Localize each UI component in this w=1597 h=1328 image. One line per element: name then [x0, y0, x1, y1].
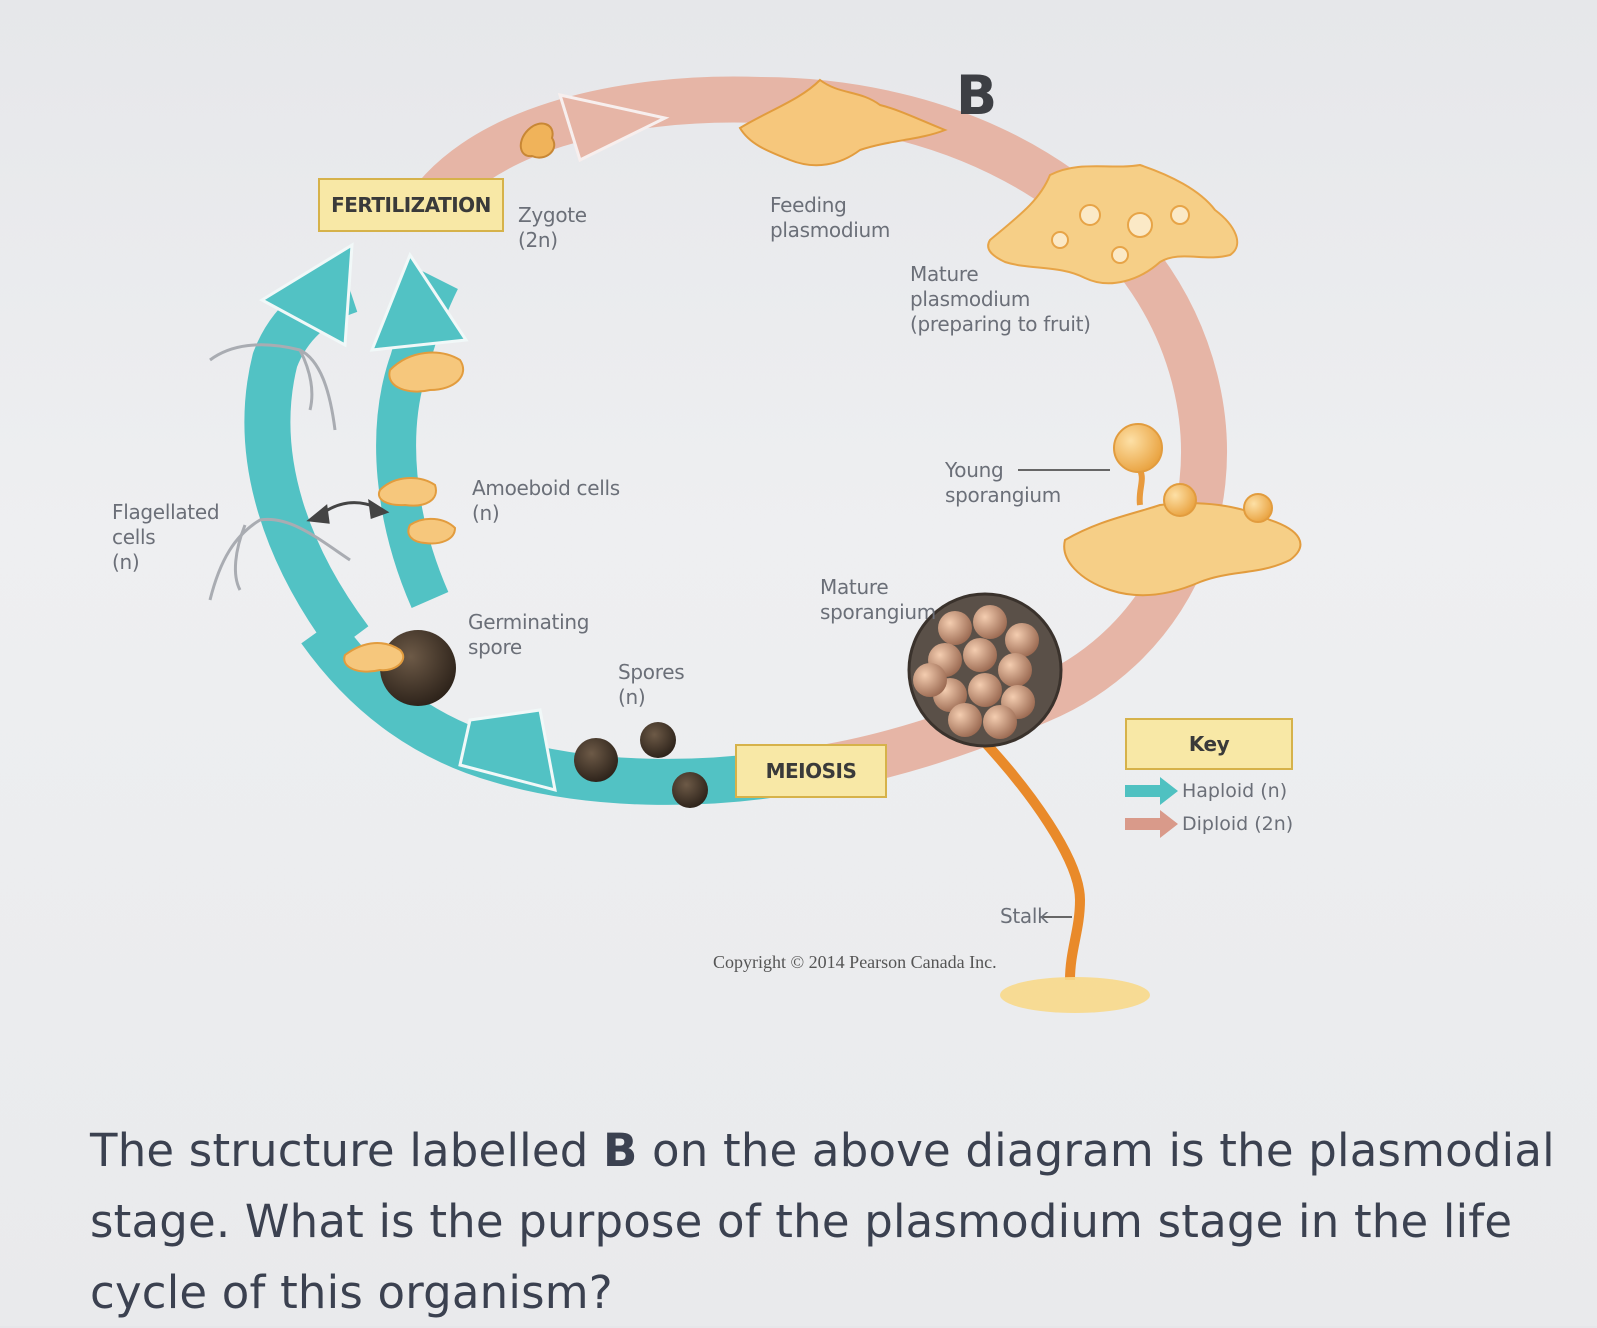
flagellated-cells [208, 343, 351, 601]
meiosis-label: MEIOSIS [735, 744, 887, 798]
question-part-1: The structure labelled [90, 1124, 604, 1177]
germinating-spore-label: Germinating spore [468, 610, 590, 659]
key-diploid-arrow [1125, 810, 1178, 838]
feeding-plasmodium-label: Feeding plasmodium [770, 193, 891, 242]
haploid-arrowhead-left [258, 242, 354, 348]
question-text: The structure labelled B on the above di… [90, 1115, 1560, 1328]
spore-ball [948, 703, 982, 737]
spores-label: Spores (n) [618, 660, 685, 709]
key-diploid-label: Diploid (2n) [1182, 813, 1294, 835]
zygote-cell [519, 122, 556, 159]
spore-ball [998, 653, 1032, 687]
structure-b-label: B [956, 64, 998, 127]
emerging-amoeba [343, 642, 405, 673]
stalk [974, 731, 1086, 981]
spore-ball [983, 705, 1017, 739]
feeding-plasmodium [738, 78, 948, 167]
conversion-arrow [306, 499, 390, 524]
stalk-label: Stalk [1000, 904, 1049, 928]
mature-plasmodium-label: Mature plasmodium (preparing to fruit) [910, 262, 1091, 336]
spores-cluster [574, 722, 708, 808]
haploid-arrowhead-bottom [458, 708, 557, 793]
spore-ball [1005, 623, 1039, 657]
key-title: Key [1125, 718, 1293, 770]
fertilization-label: FERTILIZATION [318, 178, 504, 232]
key-diploid: Diploid (2n) [1182, 813, 1293, 835]
spore-ball [973, 605, 1007, 639]
young-sporangium-label: Young sporangium [945, 458, 1061, 507]
spore-ball [968, 673, 1002, 707]
spore-ball [963, 638, 997, 672]
young-sporangium [1063, 423, 1302, 597]
mature-plasmodium [987, 163, 1239, 285]
copyright-notice: Copyright © 2014 Pearson Canada Inc. [713, 952, 997, 972]
key-haploid-label: Haploid (n) [1182, 780, 1288, 802]
question-part-2: on the above diagram is the plasmodial s… [90, 1124, 1555, 1319]
key-haploid: Haploid (n) [1182, 780, 1287, 802]
question-bold-b: B [603, 1124, 638, 1177]
stalk-base [1000, 977, 1150, 1013]
key-haploid-arrow [1125, 777, 1178, 805]
mature-sporangium [907, 592, 1063, 748]
diploid-arrowhead [557, 92, 670, 163]
spore-ball [938, 611, 972, 645]
flagellated-cells-label: Flagellated cells (n) [112, 500, 220, 574]
haploid-arrowhead-right [369, 251, 469, 352]
mature-sporangium-label: Mature sporangium [820, 575, 936, 624]
amoeboid-cells [377, 351, 465, 545]
zygote-label: Zygote (2n) [518, 203, 587, 252]
spore-ball [913, 663, 947, 697]
amoeboid-cells-label: Amoeboid cells (n) [472, 476, 620, 525]
